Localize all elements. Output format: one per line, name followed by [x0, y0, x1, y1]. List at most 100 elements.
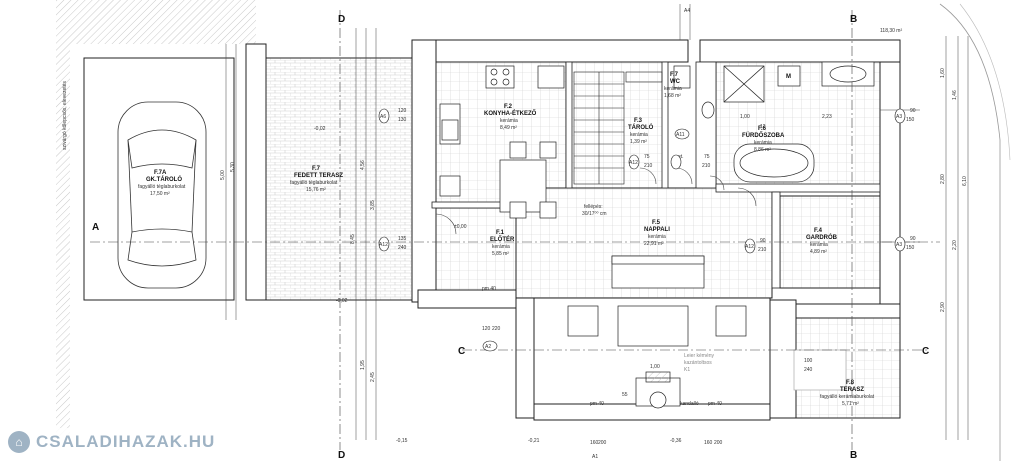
dim-120: 120 [398, 108, 407, 114]
storage-code: F.3 [634, 118, 643, 124]
vdim-290: 2,90 [940, 302, 946, 312]
dim-240: 240 [398, 245, 407, 251]
chimney-note-2: kazántoltsos [684, 360, 712, 366]
dim-75a: 75 [644, 154, 650, 160]
chimney-note-3: K1 [684, 367, 690, 373]
dim-135: 135 [398, 236, 407, 242]
section-b-top: B [850, 14, 857, 25]
vdim-845: 8,45 [350, 234, 356, 244]
tag-a2: A2 [485, 344, 491, 350]
section-b-bottom: B [850, 450, 857, 461]
dim-90c: 90 [910, 236, 916, 242]
dim-90b: 90 [760, 238, 766, 244]
vdim-456: 4,56 [360, 160, 366, 170]
dim-210c: 210 [758, 247, 767, 253]
vdim-530: 5,30 [230, 162, 236, 172]
level-5: -0,36 [670, 438, 682, 444]
living-furniture [567, 255, 847, 409]
vdim-280: 2,80 [940, 174, 946, 184]
terrace-area: 5,71 m² [842, 401, 859, 407]
site-boundary-inner [959, 3, 1011, 161]
tag-a3-mid: A3 [896, 242, 902, 248]
section-a-left: A [92, 222, 99, 233]
covered-terrace-area: 15,76 m² [306, 187, 326, 193]
pm40-a: pm 40 [482, 286, 496, 292]
dim-55: 55 [622, 392, 628, 398]
terrace-code: F.8 [846, 380, 855, 386]
window-tags [378, 108, 906, 352]
side-note: szivárgó kőlepcsős, elevezetés [62, 81, 68, 150]
storage-finish: kerámia [630, 132, 648, 138]
kitchen-finish: kerámia [500, 118, 518, 124]
stairs [573, 71, 663, 185]
dimension-lines [225, 4, 969, 440]
level-1: -0,02 [314, 126, 326, 132]
covered-terrace-code: F.7 [312, 166, 321, 172]
site-boundary [939, 3, 1001, 461]
kitchen-fixtures [439, 65, 565, 219]
dim-12: 12 [760, 124, 766, 130]
tag-a1: A1 [592, 454, 598, 460]
dim-100c: 1,00 [650, 364, 660, 370]
vdim-245: 2,45 [370, 372, 376, 382]
bathroom-name: FÜRDŐSZOBA [742, 132, 785, 139]
level-2: -0,02 [336, 298, 348, 304]
vdim-610: 6,10 [962, 176, 968, 186]
walls [245, 39, 901, 421]
dim-210a: 210 [644, 163, 653, 169]
living-name: NAPPALI [644, 227, 670, 233]
partitions [431, 61, 881, 289]
wardrobe-name: GARDRÓB [806, 233, 838, 241]
level-3: -0,15 [396, 438, 408, 444]
section-c-left: C [458, 346, 465, 357]
level-4: -0,21 [528, 438, 540, 444]
living-code: F.5 [652, 220, 661, 226]
garage-finish: fagyálló téglaburkolat [138, 184, 186, 190]
wc-code: F.7 [670, 72, 679, 78]
vdim-195: 1,95 [360, 360, 366, 370]
chimney-note: Leier kémény [684, 353, 715, 359]
bathroom-code: F.6 [758, 126, 767, 132]
hall-name: ELŐTÉR [490, 235, 515, 243]
hall-finish: kerámia [492, 244, 510, 250]
fireplace-label: kandalló [680, 401, 699, 407]
pm40-c: pm 40 [708, 401, 722, 407]
dim-120b: 120 [482, 326, 491, 332]
house-logo-icon: ⌂ [8, 431, 30, 453]
section-d-top: D [338, 14, 345, 25]
dim-150b: 150 [906, 245, 915, 251]
living-finish: kerámia [648, 234, 666, 240]
covered-terrace-name: FEDETT TERASZ [294, 173, 343, 179]
dim-100b: 1,00 [740, 114, 750, 120]
dim-200b: 200 [714, 440, 723, 446]
et-note: et. [678, 154, 684, 160]
side-hatch [56, 44, 70, 436]
tag-a12-left: A12 [379, 242, 388, 248]
wc-name: WC [670, 79, 681, 85]
vdim-160: 1,60 [940, 68, 946, 78]
vdim-146: 1,46 [952, 90, 958, 100]
tag-a4: A4 [684, 8, 690, 14]
total-area: 118,30 m² [880, 28, 902, 34]
garage-area: 17,50 m² [150, 191, 170, 197]
garage-area [83, 57, 235, 301]
storage-floor [569, 61, 665, 189]
stair-note-2: 30/17⁰⁰ cm [582, 211, 607, 217]
wc-finish: kerámia [664, 86, 682, 92]
kitchen-name: KONYHA-ÉTKEZŐ [484, 109, 537, 117]
hall-area: 5,85 m² [492, 251, 509, 257]
dim-160b: 160 [704, 440, 713, 446]
wardrobe-finish: kerámia [810, 242, 828, 248]
garage-code: F.7A [154, 170, 167, 176]
living-area: 22,91 m² [644, 241, 664, 247]
storage-name: TÁROLÓ [628, 123, 654, 131]
tag-a12-right: A12 [745, 244, 754, 250]
section-c-right: C [922, 346, 929, 357]
covered-terrace-finish: fagyálló téglaburkolat [290, 180, 338, 186]
garage-name: GK.TÁROLÓ [146, 175, 182, 183]
dim-150: 150 [906, 117, 915, 123]
m-label: M [786, 74, 791, 80]
covered-terrace-area [265, 57, 413, 301]
dim-220: 220 [492, 326, 501, 332]
